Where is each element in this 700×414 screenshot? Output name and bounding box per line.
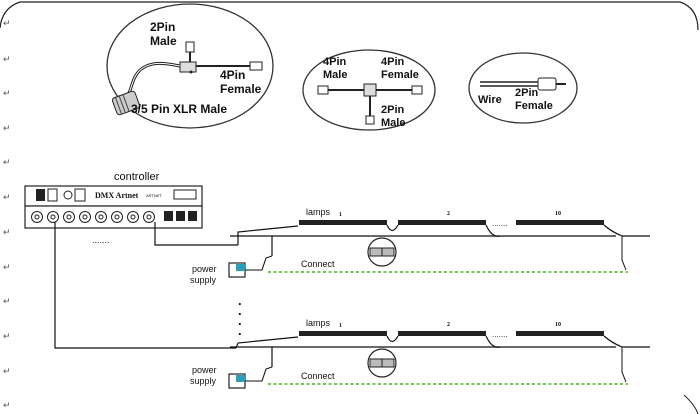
svg-text:.......: ....... [492,330,508,339]
chain2-lamps-label: lamps [306,318,331,328]
svg-text:.: . [238,323,242,338]
paragraph-marks: ↵ ↵ ↵ ↵ ↵ ↵ ↵ ↵ ↵ ↵ ↵ ↵ [3,18,11,410]
chain2-lamp1-number: 1 [339,323,342,329]
lamp-chain-2: lamps 1 2 10 ....... power supply Connec… [190,318,650,389]
svg-text:.......: ....... [492,219,508,228]
svg-text:↵: ↵ [3,296,11,306]
tee-right-pin-label: 4Pin [381,56,405,68]
svg-text:.: . [238,303,242,318]
chain1-lamp-10 [516,220,604,225]
svg-text:.: . [238,293,242,308]
chain2-lamp3-number: 10 [555,322,561,328]
chain2-lamp-10 [516,331,604,336]
tee-bottom-pin-label: 2Pin [381,104,405,116]
chain1-lamp3-number: 10 [555,211,561,217]
chain1-supply-label: supply [190,275,217,285]
svg-text:↵: ↵ [3,54,11,64]
chain2-lamp-1 [299,331,387,336]
tee-bottom-type-label: Male [381,117,405,129]
page-border-top [0,1,699,31]
lamp-chain-1: lamps 1 2 10 ....... power supply Connec… [190,207,650,285]
wire-connector-callout: Wire 2Pin Female [468,52,578,124]
wire-female-label: Female [515,100,553,112]
xlr-male1-label: Male [150,34,177,48]
svg-text:↵: ↵ [3,331,11,341]
controller-output-wires [54,222,238,349]
svg-text:↵: ↵ [3,192,11,202]
chain1-lamps-label: lamps [306,207,331,217]
chain1-lamp-1 [299,220,387,225]
wire-label: Wire [478,94,502,106]
controller-unit: controller DMX Artnet ARTNET ....... [24,171,203,245]
svg-text:↵: ↵ [3,157,11,167]
chain2-power-label: power [192,365,217,375]
chain1-lamp-2 [398,220,486,225]
tee-left-pin-label: 4Pin [323,56,347,68]
controller-title: controller [114,171,160,183]
controller-brand: DMX Artnet [95,191,139,200]
xlr-connector-callout: 2Pin Male 4Pin Female 3/5 Pin XLR Male [106,3,274,129]
chain1-connect-label: Connect [301,259,335,269]
svg-text:↵: ↵ [3,400,11,410]
svg-text:.: . [238,313,242,328]
chain2-lamp-2 [398,331,486,336]
svg-text:↵: ↵ [3,227,11,237]
chain2-supply-label: supply [190,376,217,386]
svg-text:↵: ↵ [3,262,11,272]
xlr-female-label: Female [220,82,262,96]
page-border-corner [683,394,699,414]
svg-text:.......: ....... [92,235,110,245]
chain1-lamp2-number: 2 [447,211,450,217]
controller-badge: ARTNET [146,193,162,198]
svg-text:↵: ↵ [3,18,11,28]
chain1-lamp1-number: 1 [339,212,342,218]
svg-text:↵: ↵ [3,366,11,376]
svg-text:↵: ↵ [3,88,11,98]
xlr-pin2-label: 4Pin [220,68,245,82]
chain2-lamp2-number: 2 [447,322,450,328]
xlr-pin1-label: 2Pin [150,20,175,34]
chain2-connect-label: Connect [301,371,335,381]
chain1-power-label: power [192,264,217,274]
wire-pin-label: 2Pin [515,87,539,99]
xlr-main-label: 3/5 Pin XLR Male [131,102,227,116]
tee-left-type-label: Male [323,69,347,81]
svg-text:↵: ↵ [3,123,11,133]
tee-connector-callout: 4Pin Male 4Pin Female 2Pin Male [302,49,436,131]
tee-right-type-label: Female [381,69,419,81]
